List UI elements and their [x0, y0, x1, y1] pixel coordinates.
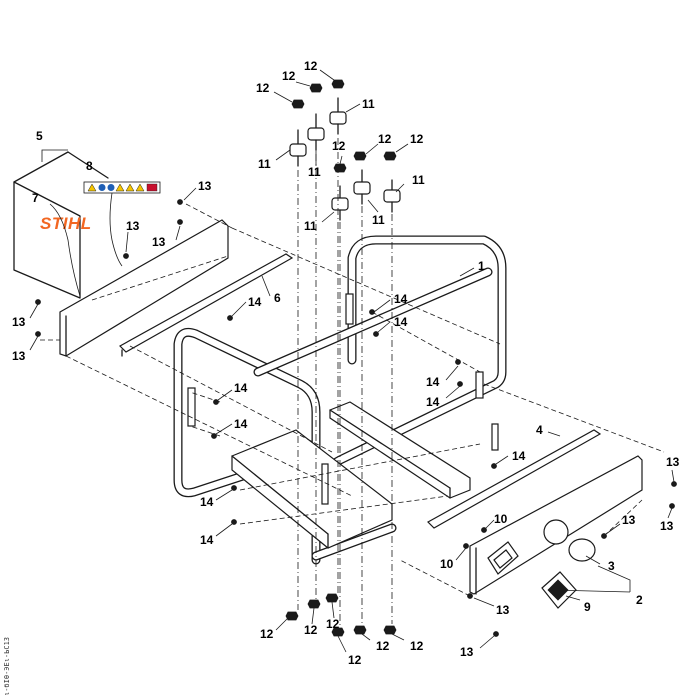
callout-10: 10	[440, 557, 454, 571]
callout-12: 12	[410, 639, 424, 653]
mount-tab	[345, 293, 354, 325]
callout-14: 14	[234, 417, 248, 431]
mount-tab	[475, 371, 484, 399]
callout-12: 12	[348, 653, 362, 667]
rubber-mount	[307, 113, 325, 151]
callout-14: 14	[200, 495, 214, 509]
callout-1: 1	[478, 259, 485, 273]
callout-7: 7	[32, 191, 39, 205]
callout-11: 11	[258, 157, 271, 171]
callout-13: 13	[126, 219, 140, 233]
callout-14: 14	[394, 315, 408, 329]
callout-12: 12	[332, 139, 346, 153]
callout-11: 11	[308, 165, 321, 179]
mount-tab	[187, 387, 196, 427]
flag-icon	[146, 183, 158, 192]
callout-2: 2	[636, 593, 643, 607]
callout-14: 14	[426, 395, 440, 409]
callout-labels: 1 2 3 4 5 6 7 8 9 10 10 11 11 11 11 11 1…	[12, 59, 680, 667]
callout-14: 14	[234, 381, 248, 395]
callout-4: 4	[536, 423, 543, 437]
callout-12: 12	[260, 627, 274, 641]
callout-13: 13	[12, 349, 26, 363]
fire-icon	[125, 183, 135, 192]
callout-9: 9	[584, 600, 591, 614]
cover-panel	[13, 151, 109, 299]
callout-13: 13	[622, 513, 636, 527]
callout-14: 14	[512, 449, 526, 463]
rubber-mount	[331, 185, 349, 221]
figure-code: ι-бIθ-ЭΕι-ЬС13	[3, 637, 11, 696]
callout-12: 12	[304, 623, 318, 637]
callout-13: 13	[12, 315, 26, 329]
callout-13: 13	[198, 179, 212, 193]
rubber-mounts	[289, 97, 401, 221]
callout-3: 3	[608, 559, 615, 573]
callout-13: 13	[666, 455, 680, 469]
callout-13: 13	[460, 645, 474, 659]
callout-12: 12	[376, 639, 390, 653]
warning-triangle-icon	[87, 183, 97, 192]
base-rails	[231, 401, 471, 549]
callout-12: 12	[410, 132, 424, 146]
callout-11: 11	[304, 219, 317, 233]
callout-12: 12	[378, 132, 392, 146]
callout-13: 13	[152, 235, 166, 249]
callout-14: 14	[426, 375, 440, 389]
nuts-top	[291, 79, 397, 173]
callout-11: 11	[412, 173, 425, 187]
stihl-logo: STIHL	[40, 214, 92, 233]
callout-12: 12	[326, 617, 340, 631]
side-plate-left	[59, 219, 229, 357]
noise-icon	[107, 184, 115, 191]
callout-13: 13	[660, 519, 674, 533]
info-book-icon	[98, 184, 106, 191]
callout-12: 12	[304, 59, 318, 73]
main-frame	[173, 235, 507, 565]
cap	[568, 538, 596, 562]
callout-14: 14	[248, 295, 262, 309]
callout-5: 5	[36, 129, 43, 143]
warning-triangle-icon	[135, 183, 145, 192]
rubber-mount	[383, 179, 401, 213]
projection-lines	[40, 138, 665, 626]
callout-8: 8	[86, 159, 93, 173]
screws-14	[211, 309, 497, 525]
warning-label	[83, 181, 161, 194]
rubber-mount	[289, 129, 307, 167]
callout-12: 12	[282, 69, 296, 83]
callout-11: 11	[362, 97, 375, 111]
leader-lines	[29, 69, 675, 653]
callout-6: 6	[274, 291, 281, 305]
mount-tab	[491, 423, 499, 451]
callout-13: 13	[496, 603, 510, 617]
callout-14: 14	[394, 292, 408, 306]
rubber-mount	[329, 97, 347, 135]
rubber-mount	[353, 169, 371, 205]
nuts-bottom	[285, 593, 397, 637]
callout-11: 11	[372, 213, 385, 227]
edge-strip-right	[427, 429, 602, 529]
edge-strip	[119, 253, 294, 357]
callout-10: 10	[494, 512, 508, 526]
callout-12: 12	[256, 81, 270, 95]
callout-14: 14	[200, 533, 214, 547]
warning-triangle-icon	[115, 183, 125, 192]
socket-cover	[487, 541, 519, 575]
